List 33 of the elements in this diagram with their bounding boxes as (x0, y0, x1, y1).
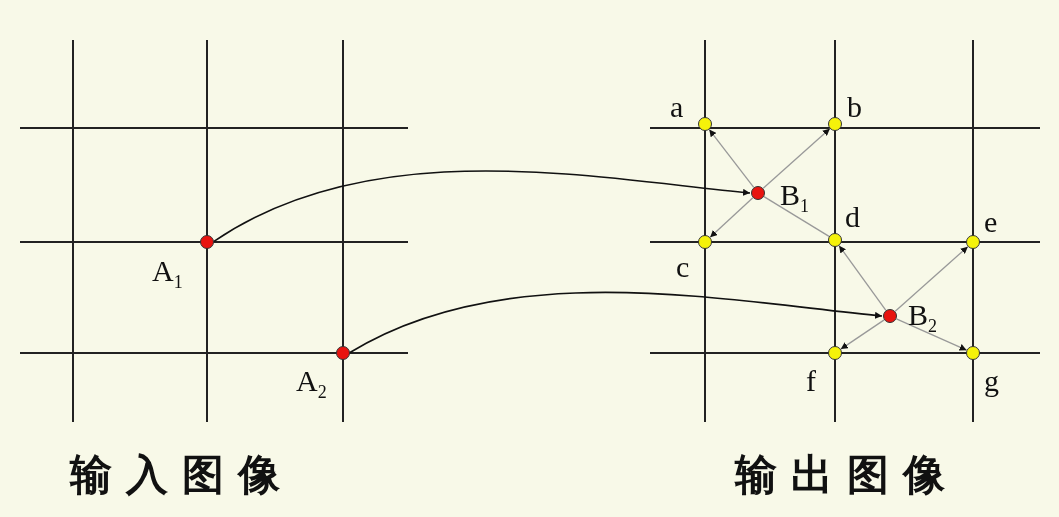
arrow (895, 318, 968, 351)
point-label: f (806, 366, 816, 396)
source-point (751, 186, 765, 200)
point-label: c (676, 252, 690, 282)
source-point (883, 309, 897, 323)
arrow (708, 128, 755, 189)
grid-point (828, 117, 842, 131)
grid-point (828, 346, 842, 360)
point-label: B$_{1}$ (780, 180, 809, 218)
image-caption: 输入图像 (70, 452, 294, 498)
point-label: A$_{2}$ (296, 366, 327, 404)
arrow (349, 291, 883, 354)
source-point (200, 235, 214, 249)
grid-point (828, 233, 842, 247)
point-label: B$_{2}$ (908, 300, 937, 338)
grid-point (698, 117, 712, 131)
point-label: g (984, 366, 999, 396)
point-label: a (670, 92, 684, 122)
arrow (709, 197, 754, 238)
grid-point (966, 235, 980, 249)
arrow (213, 170, 751, 243)
point-label: e (984, 207, 998, 237)
source-point (336, 346, 350, 360)
grid-point (698, 235, 712, 249)
arrow (840, 319, 885, 350)
image-caption: 输出图像 (735, 452, 959, 498)
point-label: b (847, 92, 862, 122)
grid-point (966, 346, 980, 360)
arrow (762, 128, 831, 189)
point-label: A$_{1}$ (152, 256, 183, 294)
point-label: d (845, 202, 860, 232)
arrow (838, 245, 887, 311)
arrow (894, 246, 969, 312)
